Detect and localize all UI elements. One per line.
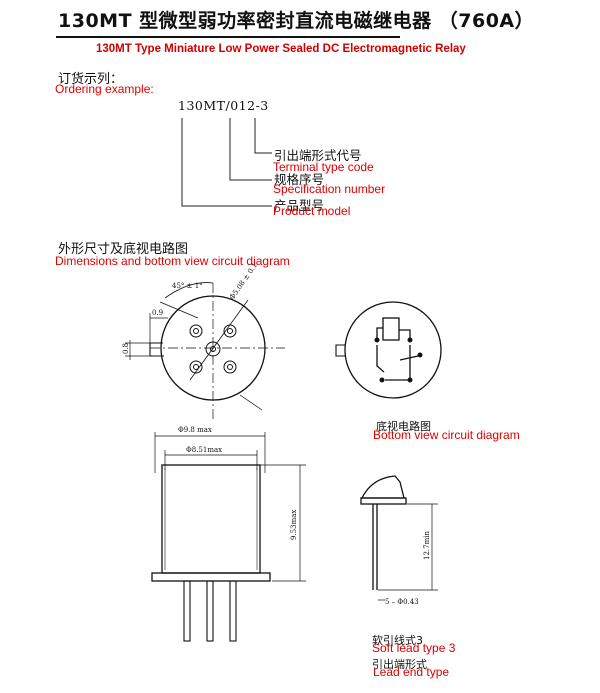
outer-diameter-dimension: Φ9.8 max	[178, 426, 212, 434]
terminal-type-label-en: Terminal type code	[273, 160, 374, 174]
height-dimension: 9.53max	[290, 510, 298, 540]
bottom-view-caption-en: Bottom view circuit diagram	[373, 428, 520, 442]
product-model-label: 产品型号	[274, 198, 325, 213]
page-subtitle: 130MT Type Miniature Low Power Sealed DC…	[96, 43, 466, 55]
ordering-code: 130MT/012-3	[178, 98, 269, 113]
lead-end-caption-en: Lead end type	[373, 665, 450, 679]
spec-number-label: 规格序号	[274, 172, 325, 187]
side-view-drawing	[151, 432, 306, 642]
circuit-diagram	[335, 301, 442, 399]
ordering-heading-en: Ordering example:	[55, 82, 154, 96]
pcd-dimension: Φ5.08 ± 0.1	[228, 262, 259, 302]
ordering-heading: 订货示列：	[58, 72, 124, 87]
soft-lead-caption: 软引线式3	[372, 634, 423, 647]
pin-offset-dimension: 0.9	[152, 309, 163, 317]
angle-dimension: 45° ± 1°	[172, 282, 203, 290]
inner-diameter-dimension: Φ8.51max	[186, 446, 222, 454]
title-underline	[56, 36, 400, 38]
lead-end-caption: 引出端形式	[372, 658, 427, 671]
lead-end-drawing	[360, 475, 438, 601]
dimensions-heading-en: Dimensions and bottom view circuit diagr…	[55, 254, 290, 268]
spec-number-label-en: Specification number	[273, 182, 386, 196]
lead-diameter-dimension: 5 – Φ0.43	[385, 598, 419, 606]
dimensions-heading: 外形尺寸及底视电路图	[58, 242, 189, 257]
page-title: 130MT 型微型弱功率密封直流电磁继电器 （760A）	[58, 10, 535, 32]
bottom-view-caption: 底视电路图	[376, 420, 431, 433]
lead-length-dimension: 12.7min	[423, 531, 431, 560]
terminal-type-label: 引出端形式代号	[274, 148, 362, 163]
soft-lead-caption-en: Soft lead type 3	[372, 641, 456, 655]
ordering-leader-lines	[181, 118, 272, 207]
tab-dimension: 0.8	[122, 343, 130, 354]
product-model-label-en: Product model	[273, 204, 351, 218]
top-view-drawing	[125, 282, 285, 420]
